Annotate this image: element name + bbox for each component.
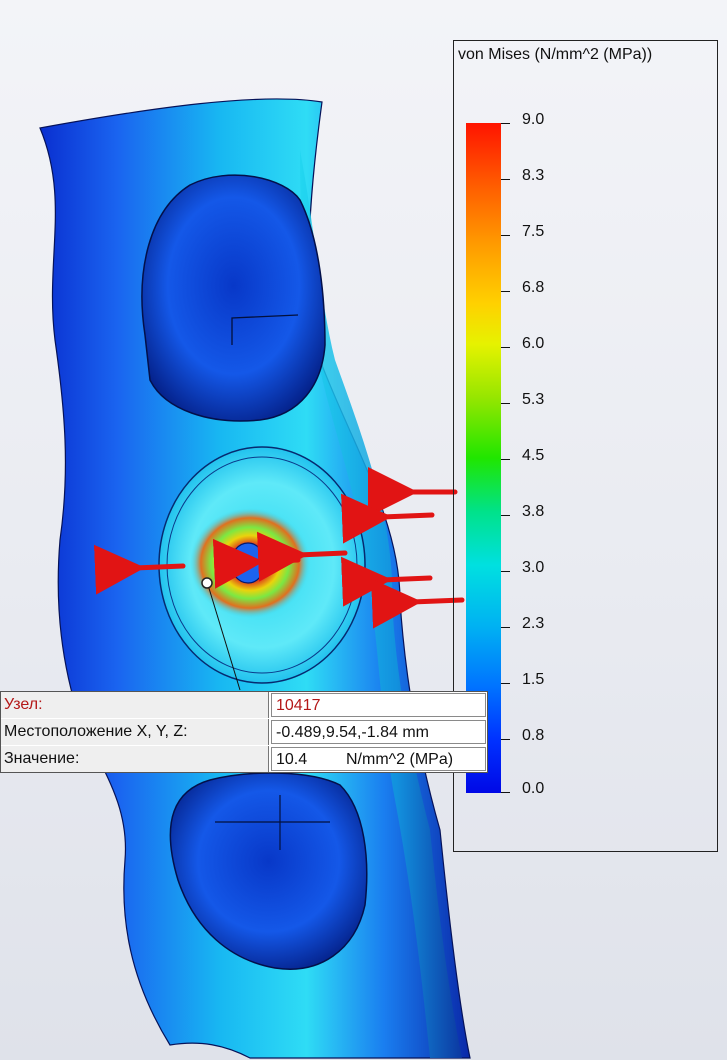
upper-pocket <box>141 174 326 422</box>
legend-tick-label: 7.5 <box>522 223 545 240</box>
stress-legend: von Mises (N/mm^2 (MPa)) 9.0 8.3 7.5 6.8… <box>453 40 718 852</box>
legend-tick-label: 2.3 <box>522 615 545 632</box>
legend-tick-label: 1.5 <box>522 671 545 688</box>
legend-tick-label: 3.8 <box>522 503 545 520</box>
legend-tick-label: 0.0 <box>522 780 545 797</box>
legend-tick-label: 6.0 <box>522 335 545 352</box>
legend-tick-mark <box>501 291 510 292</box>
probe-value-unit: N/mm^2 (MPa) <box>346 751 454 768</box>
legend-tick-mark <box>501 347 510 348</box>
legend-tick-mark <box>501 515 510 516</box>
legend-tick-label: 4.5 <box>522 447 545 464</box>
probe-value-cell: 10.4 N/mm^2 (MPa) <box>271 747 486 771</box>
legend-tick-label: 6.8 <box>522 279 545 296</box>
legend-colorbar <box>466 123 501 793</box>
legend-tick-mark <box>501 403 510 404</box>
legend-tick-mark <box>501 792 510 793</box>
probe-value-number: 10.4 <box>276 751 308 768</box>
legend-title: von Mises (N/mm^2 (MPa)) <box>458 46 653 63</box>
legend-tick-mark <box>501 571 510 572</box>
probe-result-table: Узел: 10417 Местоположение X, Y, Z: -0.4… <box>0 691 488 773</box>
probe-node-label: Узел: <box>1 692 269 718</box>
legend-tick-mark <box>501 627 510 628</box>
probe-node-value: 10417 <box>271 693 486 717</box>
legend-tick-mark <box>501 235 510 236</box>
legend-tick-mark <box>501 123 510 124</box>
probe-row-location: Местоположение X, Y, Z: -0.489,9.54,-1.8… <box>1 719 487 746</box>
legend-tick-mark <box>501 179 510 180</box>
legend-tick-mark <box>501 459 510 460</box>
legend-tick-mark <box>501 739 510 740</box>
legend-tick-label: 9.0 <box>522 111 545 128</box>
probe-row-value: Значение: 10.4 N/mm^2 (MPa) <box>1 746 487 773</box>
probe-value-label: Значение: <box>1 746 269 772</box>
legend-tick-mark <box>501 683 510 684</box>
legend-tick-label: 0.8 <box>522 727 545 744</box>
probe-point-icon[interactable] <box>201 577 213 589</box>
probe-location-label: Местоположение X, Y, Z: <box>1 719 269 745</box>
legend-tick-label: 5.3 <box>522 391 545 408</box>
probe-row-node: Узел: 10417 <box>1 692 487 719</box>
probe-location-value: -0.489,9.54,-1.84 mm <box>271 720 486 744</box>
legend-tick-label: 8.3 <box>522 167 545 184</box>
legend-tick-label: 3.0 <box>522 559 545 576</box>
